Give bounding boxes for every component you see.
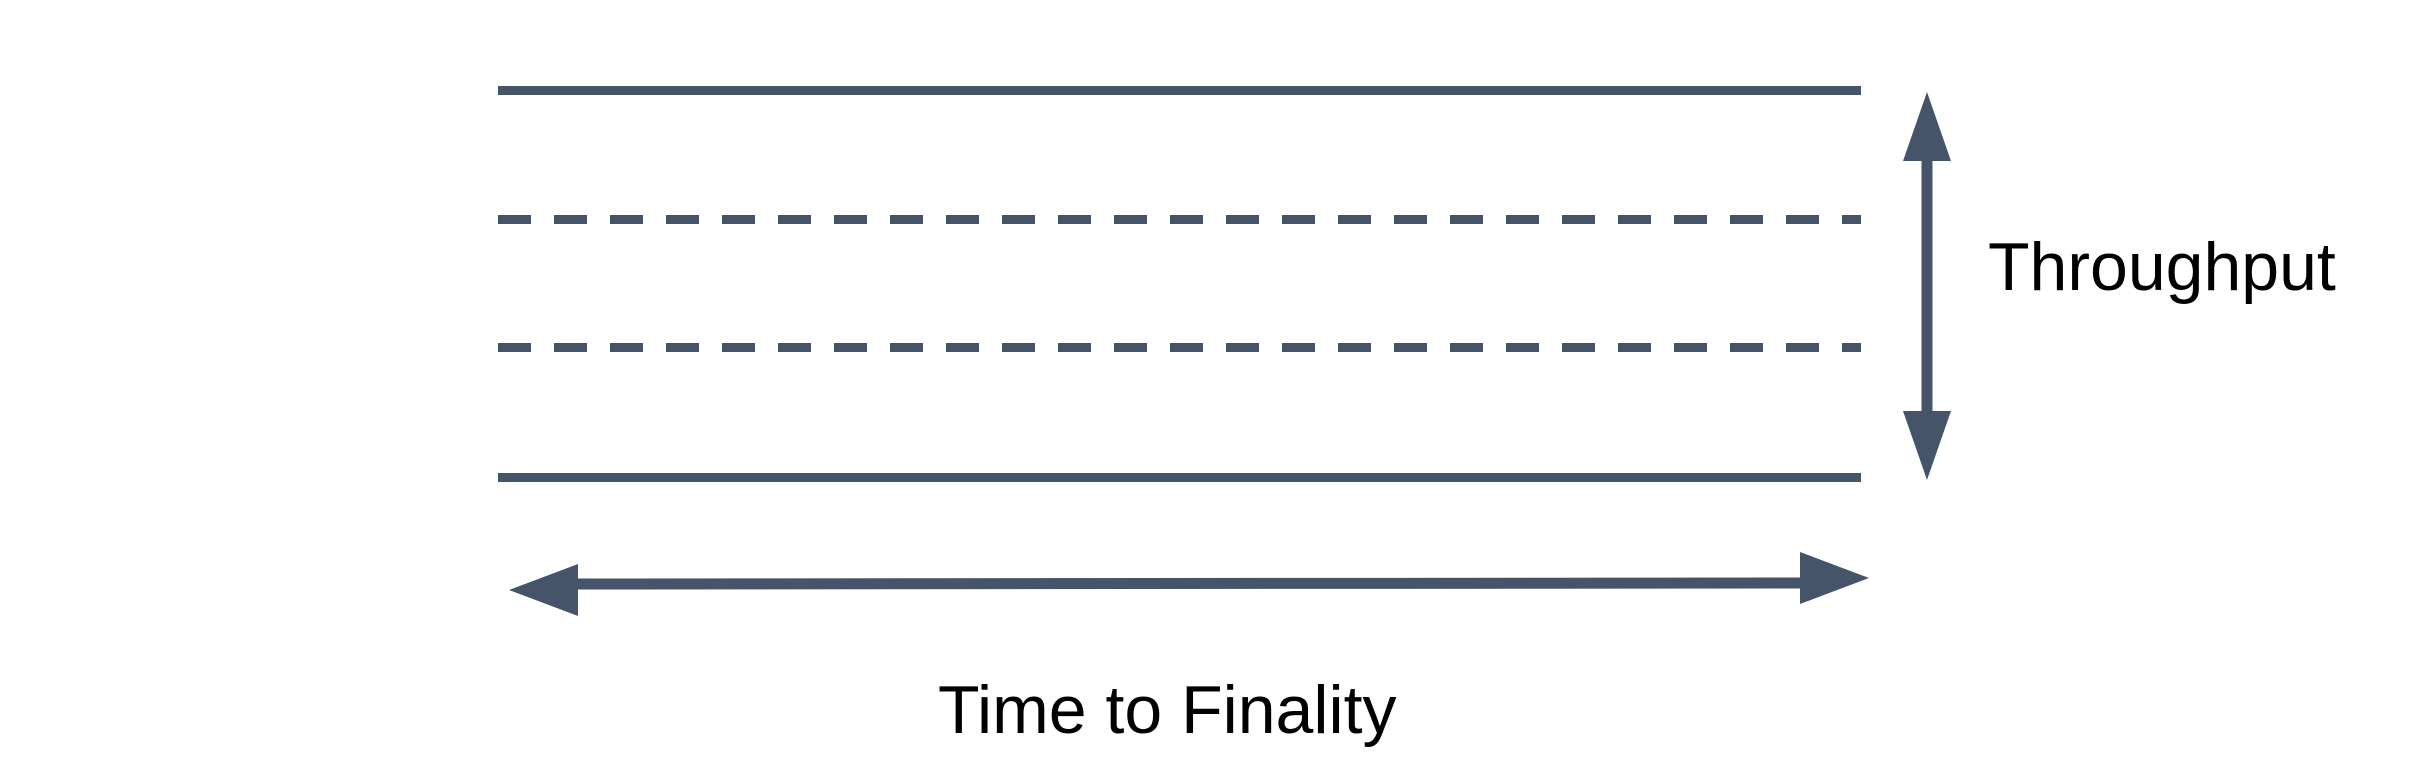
time-to-finality-axis-label: Time to Finality	[938, 672, 1397, 748]
double-arrow-vertical-icon	[1903, 92, 1951, 480]
double-arrow-horizontal-icon	[509, 552, 1869, 616]
throughput-axis-label: Throughput	[1988, 229, 2336, 305]
